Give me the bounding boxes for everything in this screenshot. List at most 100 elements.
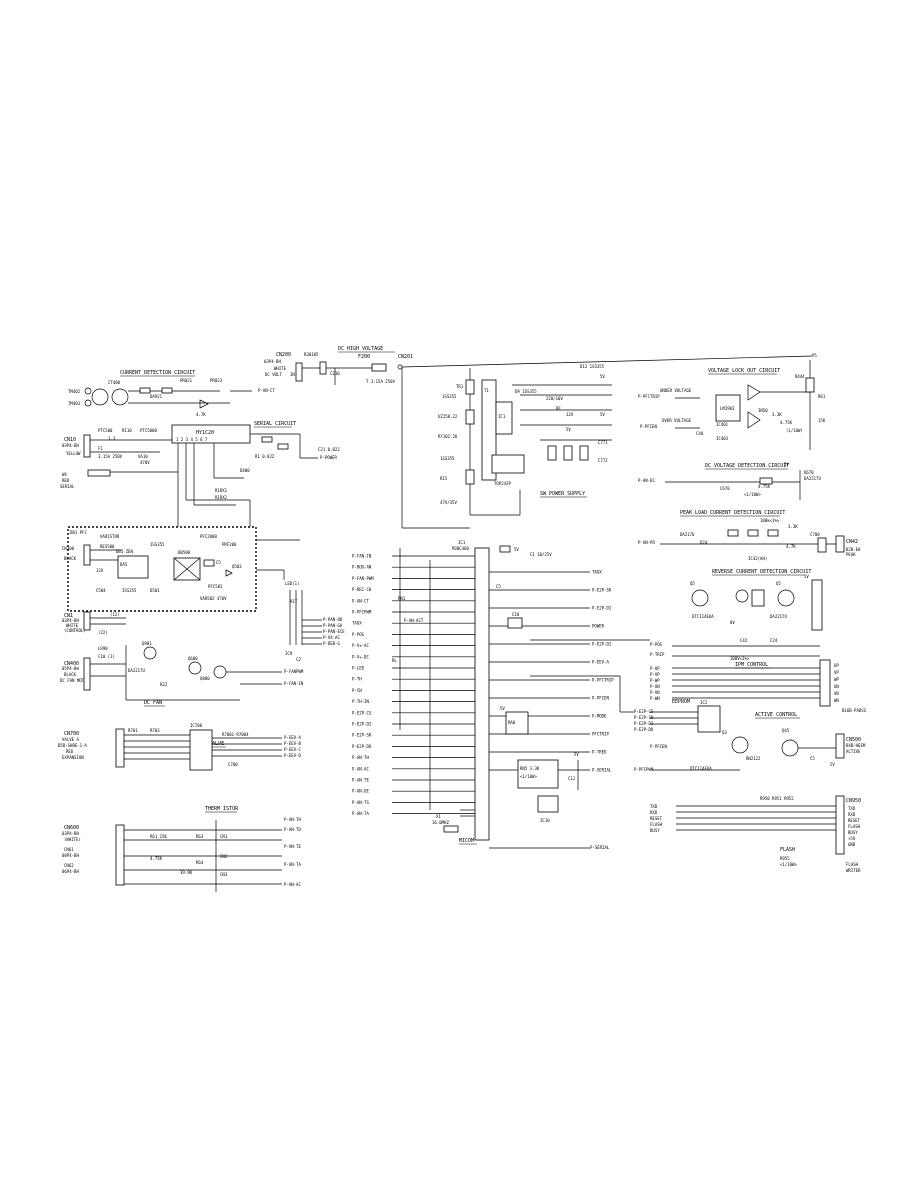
micom-right-pin-label: P-MODE [592,714,607,719]
svg-text:D9 1SS355: D9 1SS355 [515,389,537,394]
svg-text:RF: RF [556,406,561,411]
flash-pin-txd: TXD [848,806,856,811]
svg-text:CN62: CN62 [64,863,74,868]
sig-p-an-ct: P-AN-CT [258,388,275,393]
micom-left-pin-label: P-E2P-DO [352,744,372,749]
ic401-chip [715,394,741,422]
title-flash: FLASH [780,847,795,853]
svg-text:C40: C40 [696,431,704,436]
svg-text:PFC2000: PFC2000 [200,534,217,539]
svg-text:LED(1): LED(1) [285,581,299,586]
svg-text:RES500: RES500 [100,544,115,549]
flash-pin-reset: RESET [848,818,861,823]
title-active-control: ACTIVE CONTROL [755,712,797,718]
svg-text:R444: R444 [795,374,805,379]
micom-left-pin-label: P-FAN-PWM [352,576,374,581]
svg-text:5V: 5V [804,574,809,579]
micom-left-pin-label: P-AN-CT [352,598,369,603]
ipm-pin-wn: WN [834,698,839,703]
dc-volt-label: DC VOLT [265,372,282,377]
fan-motor-label: DC FAN MOTOR [60,678,89,683]
dc-voltage-detection-block: P-AN-DC 4.75K <1/10W> C670 D670 DA2217U [638,470,821,500]
dc-fan-block: CN1 03P4-BH WHITE (CONTROL) (12) (22) LR… [60,611,304,701]
svg-text:PTC500: PTC500 [98,428,113,433]
micom-right-pins: TAUXP-E2P-SKP-E2P-DIPOWERP-E2P-DIP-EEV-A… [489,570,614,773]
sig-p-pos: P-POS [650,642,663,647]
cn950-label: CN950 [846,798,861,804]
svg-text:LM2903: LM2903 [720,406,735,411]
svg-text:Q800: Q800 [200,676,210,681]
svg-text:P-WN: P-WN [650,696,660,701]
svg-text:C12: C12 [568,776,576,781]
svg-text:P-EEV-A: P-EEV-A [284,735,301,740]
svg-text:(CONTROL): (CONTROL) [64,628,86,633]
svg-text:DA2217U: DA2217U [128,668,145,673]
micom-right-pin-label: P-E2P-DI [592,642,612,647]
svg-text:IC1: IC1 [498,414,506,419]
svg-text:Q45: Q45 [782,728,790,733]
cn201-label: CN201 [398,354,413,360]
svg-text:CT400: CT400 [108,380,121,385]
svg-text:F1: F1 [98,446,103,451]
title-current-detection: CURRENT DETECTION CIRCUIT [120,370,195,376]
svg-text:P-V4-AC: P-V4-AC [323,635,340,640]
eeprom-block: IC2 P-E2P-CS P-E2P-SK P-E2P-DI P-E2P-DO [634,700,721,733]
title-micom: MICOM [459,838,474,844]
svg-text:06P4-BH: 06P4-BH [62,869,79,874]
svg-text:8V: 8V [730,620,735,625]
svg-text:P-SERIAL: P-SERIAL [590,845,610,850]
svg-text:Q5: Q5 [690,581,695,586]
svg-text:DA2217U: DA2217U [804,476,821,481]
micom-left-pin-label: P-AN-TH [352,755,369,760]
ic20-block: HY1C20 1 2 3 4 5 6 7 R1 0.022 P-POWER C2… [171,424,340,520]
xtal-label: 16.0MHZ [432,820,449,825]
ic20-label: HY1C20 [196,430,214,436]
svg-text:470V: 470V [140,460,150,465]
svg-text:DA921: DA921 [150,394,163,399]
svg-text:<1/10W>: <1/10W> [744,492,761,497]
voltage-lock-out-block: P-PFCTRIP P-PFCEN UNDER VOLTAGE OVER VOL… [638,360,826,467]
svg-text:C670: C670 [720,486,730,491]
red-label-2: RED [66,749,74,754]
cn700-label: CN700 [64,731,79,737]
svg-text:W4: W4 [62,472,67,477]
svg-text:100V<1%>: 100V<1%> [730,656,750,661]
svg-text:12V: 12V [96,568,104,573]
micom-left-pin-label: P-TH-IN [352,699,369,704]
svg-text:C700: C700 [228,762,238,767]
svg-text:IN: IN [290,372,295,377]
svg-text:4.7K: 4.7K [786,544,796,549]
micom-block: IC1 M30C460 P-FAN-INP-BOO-ANP-FAN-PWMP-R… [352,540,614,850]
micom-left-pin-label: P-AN-TS [352,800,369,805]
svg-text:B2B-EH: B2B-EH [846,547,861,552]
ipm-control-block: P-UP P-VP P-WP P-UN P-VN P-WN UP VP WP U… [650,659,867,713]
cn300-label: CN300 [62,546,75,551]
black-label: BLACK [64,556,77,561]
svg-text:P-UN: P-UN [650,684,660,689]
svg-text:OVER VOLTAGE: OVER VOLTAGE [662,418,691,423]
svg-text:C504: C504 [96,588,106,593]
svg-text:5V: 5V [500,706,505,711]
svg-text:LR90: LR90 [98,646,108,651]
svg-text:D400: D400 [240,468,250,473]
flash-pin-rxd: RXD [848,812,856,817]
svg-text:P-UP: P-UP [650,666,660,671]
svg-text:P-WP: P-WP [650,678,660,683]
svg-text:1SS355: 1SS355 [442,394,457,399]
micom-right-pin-label: P-PFCTRIP [592,678,614,683]
svg-text:P-EEV-C: P-EEV-C [284,747,301,752]
micom-left-pin-label: TAUX [352,621,362,626]
svg-text:IC42(AH): IC42(AH) [748,556,767,561]
sig-p-an-te: P-AN-TE [284,844,301,849]
title-reverse-current: REVERSE CURRENT DETECTION CIRCUIT [712,569,811,575]
ipm-pin-up: UP [834,663,839,668]
micom-left-pin-label: P-BOO-AN [352,565,372,570]
ic2-label: IC2 [700,700,708,705]
svg-text:C5: C5 [216,560,221,565]
svg-text:R15: R15 [440,476,448,481]
current-detection-block: TM402 TM403 CT400 DA921 PR021 PR023 4.7K… [68,378,275,417]
svg-text:C10: C10 [512,612,520,617]
sig-p-an-pd: P-AN-PD [638,540,655,545]
title-ipm-control: IPM CONTROL [735,662,768,668]
svg-text:5V: 5V [600,412,605,417]
